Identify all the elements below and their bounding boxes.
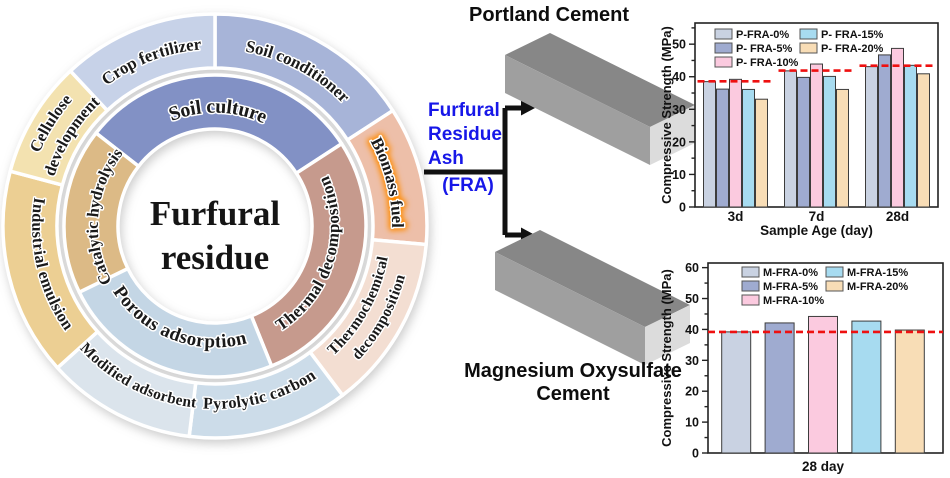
y-tick-label: 10: [685, 416, 699, 430]
y-tick-label: 30: [672, 103, 686, 117]
donut-segment-catalytic-hydrolysis: [62, 131, 141, 294]
beam-top-face: [505, 33, 695, 127]
donut-segment-crop-fertilizer: [68, 12, 217, 113]
y-tick-label: 60: [685, 261, 699, 275]
fra-line3: Ash: [428, 148, 464, 169]
fra-label: Furfural Residue Ash: [428, 99, 502, 171]
bar-p-fra-0-28d: [865, 66, 878, 208]
bar-p-fra-15-28d: [904, 64, 917, 208]
legend-swatch-m-fra-5: [741, 280, 760, 292]
beam-end-face: [650, 105, 695, 165]
y-tick-label: 40: [685, 323, 699, 337]
legend-swatch-m-fra-10: [741, 294, 760, 306]
legend-label-m-fra-20: M-FRA-20%: [847, 281, 908, 293]
donut-center-line1: Furfural: [149, 194, 281, 233]
fra-line1: Furfural: [428, 100, 500, 121]
x-tick-label: 3d: [728, 209, 744, 224]
legend-swatch-p-fra-0: [714, 28, 733, 40]
legend-label-m-fra-10: M-FRA-10%: [763, 295, 824, 307]
y-tick-label: 10: [672, 168, 686, 182]
mos-line2: Cement: [536, 383, 610, 405]
bar-p-fra-10-28d: [891, 47, 904, 208]
bar-p-fra-20-3d: [755, 98, 768, 208]
bar-p-fra-20-7d: [836, 88, 849, 208]
cement-beam-mos: [495, 230, 690, 365]
y-tick-label: 0: [679, 201, 686, 215]
donut-segment-porous-adsorption: [77, 266, 274, 379]
y-tick-label: 20: [672, 135, 686, 149]
legend-label-m-fra-0: M-FRA-0%: [763, 267, 818, 279]
mos-cement-label: Magnesium Oxysulfate Cement: [433, 360, 713, 406]
bar-p-fra-0-7d: [784, 70, 797, 208]
donut-center-line2: residue: [160, 238, 270, 277]
bar-p-fra-5-7d: [797, 76, 810, 208]
bar-m-fra-5-28-day: [764, 322, 795, 454]
legend-swatch-p-fra-5: [714, 42, 733, 54]
bar-p-fra-20-28d: [917, 73, 930, 208]
bar-p-fra-0-3d: [703, 81, 716, 208]
y-tick-label: 30: [685, 354, 699, 368]
legend-swatch-m-fra-0: [741, 266, 760, 278]
portland-cement-label: Portland Cement: [468, 4, 630, 26]
cement-beam-portland: [505, 33, 695, 165]
legend-label-p-fra-10: P- FRA-10%: [736, 57, 799, 69]
bar-p-fra-15-7d: [823, 75, 836, 208]
x-tick-label: 28 day: [802, 459, 845, 474]
fra-line2: Residue: [428, 124, 502, 145]
bar-p-fra-10-3d: [729, 78, 742, 208]
y-tick-label: 50: [685, 292, 699, 306]
y-axis-label: Compressive Strength (MPa): [660, 269, 674, 447]
legend-swatch-m-fra-20: [825, 280, 844, 292]
y-tick-label: 50: [672, 38, 686, 52]
legend-swatch-p-fra-20: [799, 42, 818, 54]
beam-front-face: [505, 55, 650, 165]
y-tick-label: 40: [672, 70, 686, 84]
legend-label-p-fra-20: P- FRA-20%: [821, 43, 884, 55]
fra-abbreviation: (FRA): [442, 175, 494, 196]
legend-label-p-fra-5: P- FRA-5%: [736, 43, 792, 55]
arrowhead-top-icon: [521, 100, 535, 116]
beam-front-face: [495, 252, 645, 365]
y-axis-label: Compressive Strength (MPa): [660, 26, 674, 204]
x-axis-label: Sample Age (day): [760, 223, 873, 238]
x-tick-label: 7d: [809, 209, 825, 224]
beam-end-face: [645, 305, 690, 365]
fra-flow: [424, 33, 695, 365]
bar-p-fra-5-3d: [716, 88, 729, 208]
bar-m-fra-20-28-day: [894, 329, 925, 454]
y-tick-label: 0: [692, 447, 699, 461]
legend-swatch-m-fra-15: [825, 266, 844, 278]
legend-swatch-p-fra-15: [799, 28, 818, 40]
y-tick-label: 20: [685, 385, 699, 399]
fra-arrow-lines: [424, 105, 521, 238]
donut-center-title: Furfural residue: [100, 192, 330, 280]
donut-segment-soil-culture: [94, 73, 344, 175]
bar-p-fra-15-3d: [742, 88, 755, 208]
legend-label-p-fra-0: P-FRA-0%: [736, 29, 789, 41]
bar-m-fra-0-28-day: [721, 331, 752, 454]
bar-m-fra-15-28-day: [851, 320, 882, 454]
beam-top-face: [495, 230, 690, 327]
bar-p-fra-5-28d: [878, 54, 891, 208]
donut-segment-thermal-decomposition: [249, 142, 368, 368]
bar-p-fra-10-7d: [810, 63, 823, 208]
legend-label-p-fra-15: P- FRA-15%: [821, 29, 884, 41]
legend-swatch-p-fra-10: [714, 56, 733, 68]
legend-label-m-fra-5: M-FRA-5%: [763, 281, 818, 293]
x-tick-label: 28d: [886, 209, 909, 224]
mos-line1: Magnesium Oxysulfate: [464, 360, 682, 382]
bar-m-fra-10-28-day: [808, 315, 838, 454]
legend-label-m-fra-15: M-FRA-15%: [847, 267, 908, 279]
fra-arrow: [424, 100, 535, 243]
